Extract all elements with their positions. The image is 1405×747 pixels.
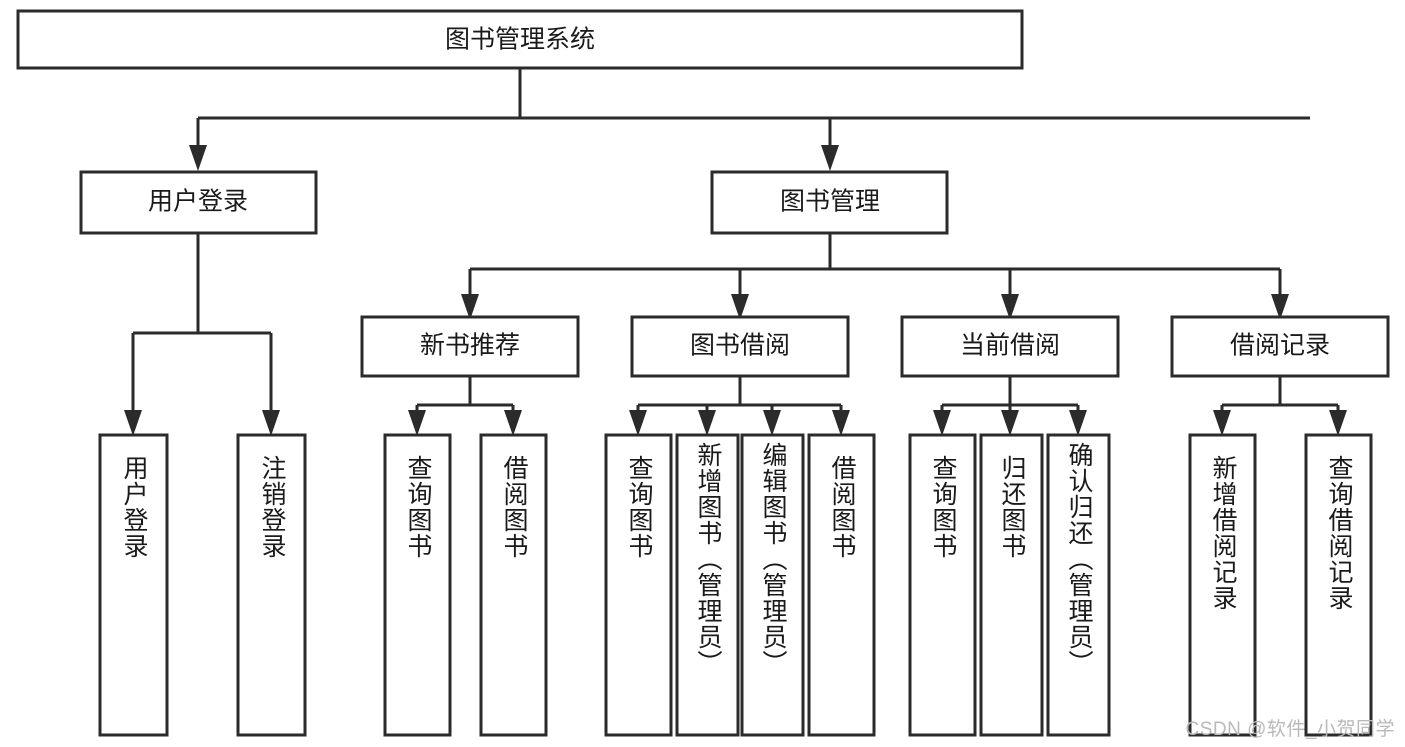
connector-group-borrow-record-leaves <box>1220 376 1340 412</box>
arrowheads-borrow-record-leaves <box>1213 410 1347 436</box>
connector-group-root-to-level2 <box>196 68 1310 147</box>
arrowheads-current-borrow-leaves <box>933 410 1087 436</box>
node-new-book-recommend-label: 新书推荐 <box>420 332 520 360</box>
leaf-box-borrowrecord-query[interactable] <box>1304 433 1373 737</box>
connector-group-user-login-leaves <box>131 233 273 412</box>
node-book-borrow[interactable]: 图书借阅 <box>630 315 850 378</box>
connector-group-current-borrow-leaves <box>940 376 1080 412</box>
node-book-borrow-label: 图书借阅 <box>690 332 790 360</box>
arrowheads-book-borrow-leaves <box>629 410 850 436</box>
leaf-box-currentborrow-confirm[interactable] <box>1046 433 1111 737</box>
leaf-box-currentborrow-return[interactable] <box>979 433 1044 737</box>
arrowheads-level3 <box>461 294 1289 320</box>
leaf-box-bookborrow-borrow[interactable] <box>807 433 876 737</box>
node-borrow-record-label: 借阅记录 <box>1230 332 1330 360</box>
connector-group-level2-book-manage-to-level3 <box>468 233 1282 296</box>
node-borrow-record[interactable]: 借阅记录 <box>1170 315 1390 378</box>
node-user-login-label: 用户登录 <box>148 188 248 216</box>
node-book-management-label: 图书管理 <box>780 188 880 216</box>
leaf-box-user-login-login[interactable] <box>98 433 169 737</box>
node-current-borrow[interactable]: 当前借阅 <box>900 315 1120 378</box>
node-book-management[interactable]: 图书管理 <box>710 170 949 235</box>
leaf-box-bookborrow-edit[interactable] <box>740 433 805 737</box>
leaf-box-user-login-logout[interactable] <box>236 433 307 737</box>
leaf-box-bookborrow-query[interactable] <box>604 433 673 737</box>
node-user-login[interactable]: 用户登录 <box>79 170 318 235</box>
connector-group-book-borrow-leaves <box>636 376 843 412</box>
leaf-box-currentborrow-query[interactable] <box>908 433 977 737</box>
node-new-book-recommend[interactable]: 新书推荐 <box>360 315 580 378</box>
arrowheads-new-book-leaves <box>408 410 522 436</box>
leaf-box-borrowrecord-add[interactable] <box>1188 433 1257 737</box>
arrowheads-user-login-leaves <box>124 410 280 436</box>
leaf-box-newbook-query[interactable] <box>383 433 452 737</box>
node-current-borrow-label: 当前借阅 <box>960 332 1060 360</box>
node-root-label: 图书管理系统 <box>445 26 595 54</box>
csdn-watermark: CSDN @软件_小贺同学 <box>1185 719 1395 740</box>
arrowheads-level2 <box>189 145 839 171</box>
node-root-book-management-system[interactable]: 图书管理系统 <box>16 9 1024 70</box>
leaf-box-newbook-borrow[interactable] <box>479 433 548 737</box>
connector-group-new-book-leaves <box>415 376 515 412</box>
leaf-box-bookborrow-add[interactable] <box>675 433 740 737</box>
